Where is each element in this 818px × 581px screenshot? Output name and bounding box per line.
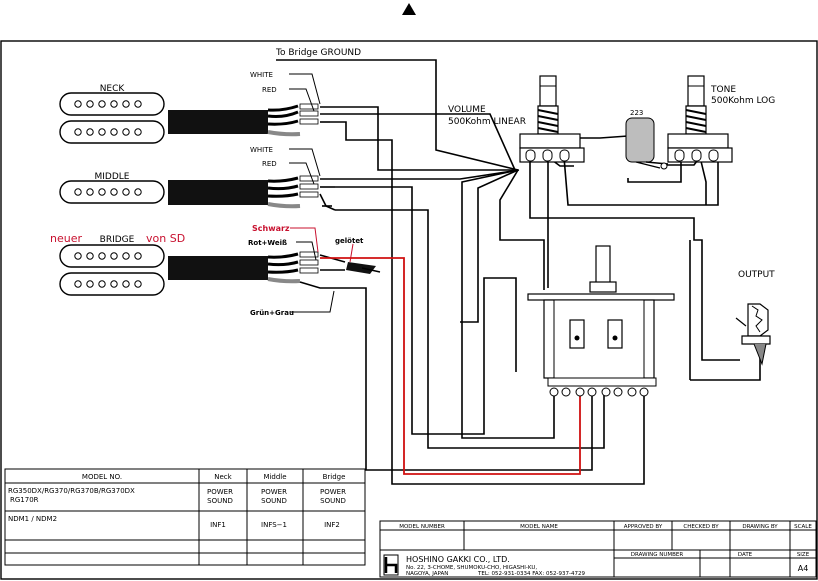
- neck-label: NECK: [100, 84, 126, 94]
- tone-pot: [667, 75, 733, 163]
- bridge-pickup: [59, 244, 165, 296]
- title-header-model-number: MODEL NUMBER: [399, 524, 445, 530]
- table-cell-neck: SOUND: [207, 497, 233, 505]
- table-cell-model: RG350DX/RG370/RG370B/RG370DX: [8, 487, 135, 495]
- table-cell-neck: INF1: [210, 521, 226, 529]
- size-value: A4: [798, 564, 809, 573]
- volume-pot: [519, 75, 585, 163]
- title-header-scale: SCALE: [794, 524, 812, 530]
- table-header-middle: Middle: [263, 473, 286, 481]
- table-cell-bridge: INF2: [324, 521, 340, 529]
- table-cell-bridge: SOUND: [320, 497, 346, 505]
- company-address-2: NAGOYA, JAPAN: [406, 571, 448, 577]
- table-header-neck: Neck: [214, 473, 232, 481]
- title-header-approved-by: APPROVED BY: [624, 524, 663, 530]
- title-header-model-name: MODEL NAME: [520, 524, 558, 530]
- date-label: DATE: [738, 552, 753, 558]
- output-jack: [735, 303, 771, 366]
- new-bridge-red-wire: [320, 257, 581, 475]
- middle-red-label: RED: [262, 160, 277, 168]
- table-header-bridge: Bridge: [323, 473, 346, 481]
- middle-cable: [168, 176, 301, 209]
- table-cell-middle: POWER: [261, 488, 287, 496]
- neck-white-label: WHITE: [250, 71, 273, 79]
- company-logo-icon: [383, 554, 399, 576]
- title-block: [379, 520, 817, 578]
- schwarz-label: Schwarz: [252, 224, 290, 233]
- drawing-number-label: DRAWING NUMBER: [631, 552, 684, 558]
- table-cell-middle: SOUND: [261, 497, 287, 505]
- bridge-cable: [168, 252, 301, 284]
- bridge-ground-label: To Bridge GROUND: [275, 48, 361, 58]
- capacitor-label: 223: [630, 109, 643, 117]
- company-contact: TEL: 052-931-0334 FAX: 052-937-4729: [477, 571, 585, 577]
- rot-weiss-label: Rot+Weiß: [248, 239, 287, 247]
- bridge-label-pointers: [290, 227, 354, 263]
- middle-white-label: WHITE: [250, 146, 273, 154]
- table-cell-middle: INFS−1: [261, 521, 287, 529]
- company-name: HOSHINO GAKKI CO., LTD.: [406, 555, 510, 564]
- table-cell-bridge: POWER: [320, 488, 346, 496]
- von-sd-label: von SD: [146, 232, 185, 245]
- tone-spec-label: 500Kohm LOG: [711, 96, 775, 106]
- north-arrow-icon: [402, 3, 416, 15]
- neck-pickup: [59, 92, 165, 144]
- title-header-checked-by: CHECKED BY: [683, 524, 719, 530]
- label-pointers: [289, 73, 335, 313]
- output-label: OUTPUT: [738, 270, 775, 280]
- table-cell-neck: POWER: [207, 488, 233, 496]
- table-cell-model: RG170R: [10, 496, 39, 504]
- capacitor: [625, 117, 669, 170]
- lead-tips: [299, 103, 319, 274]
- middle-label: MIDDLE: [95, 172, 130, 182]
- bridge-ground-wire: [276, 59, 519, 171]
- neck-cable: [168, 104, 301, 137]
- neuer-label: neuer: [50, 232, 82, 245]
- size-label: SIZE: [797, 552, 810, 558]
- drawing-frame: [0, 40, 818, 580]
- middle-pickup: [59, 180, 165, 204]
- geloetet-label: gelötet: [335, 237, 364, 245]
- bridge-label: BRIDGE: [100, 235, 135, 245]
- model-table: [4, 468, 366, 566]
- soldered-joint: [346, 262, 376, 274]
- volume-spec-label: 500Kohm LINEAR: [448, 117, 526, 127]
- neck-red-label: RED: [262, 86, 277, 94]
- table-header-model: MODEL NO.: [82, 473, 122, 481]
- gruen-grau-label: Grün+Grau: [250, 309, 294, 317]
- company-address-1: No. 22, 3-CHOME, SHUMOKU-CHO, HIGASHI-KU…: [406, 565, 537, 571]
- tone-label: TONE: [710, 85, 736, 95]
- table-cell-model: NDM1 / NDM2: [8, 515, 57, 523]
- title-header-drawing-by: DRAWING BY: [742, 524, 778, 530]
- volume-label: VOLUME: [448, 105, 486, 115]
- five-way-switch: [527, 245, 675, 397]
